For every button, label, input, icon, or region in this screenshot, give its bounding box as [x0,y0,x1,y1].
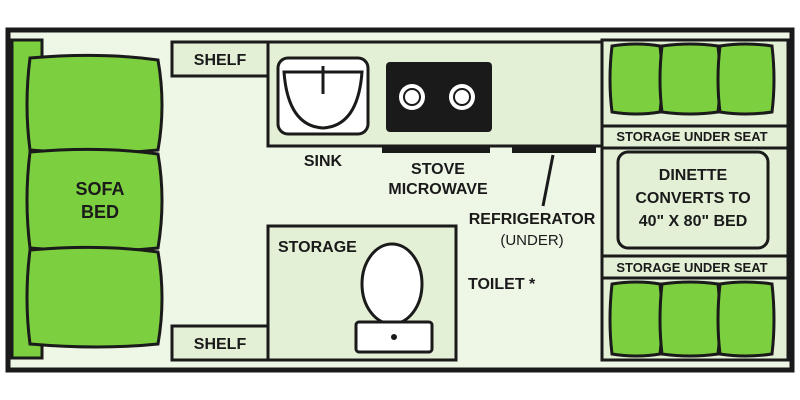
microwave-bar [382,145,490,153]
bottom-seat-cushions [608,280,776,358]
shelf-bottom-label: SHELF [194,336,247,353]
burner-left-icon [399,84,425,110]
storage-under-seat-top-label: STORAGE UNDER SEAT [616,129,767,144]
dinette-table: DINETTE CONVERTS TO 40" X 80" BED [616,150,770,250]
microwave-label: MICROWAVE [388,181,488,198]
dinette-label-line1: DINETTE [659,167,728,184]
top-seat-cushions [608,42,776,116]
shelf-bottom: SHELF [170,324,270,362]
sofa-bed: SOFA BED [10,38,164,360]
shelf-top-label: SHELF [194,52,247,69]
refrigerator-pointer [541,154,555,207]
refrigerator-note: (UNDER) [500,232,563,249]
stove-label: STOVE [411,161,465,178]
sink-label: SINK [304,153,343,170]
sofa-bed-label-line2: BED [81,202,119,222]
dinette-label-line2: CONVERTS TO [635,190,750,207]
refrigerator-bar [512,145,596,153]
dinette-section: STORAGE UNDER SEAT DINETTE CONVERTS TO 4… [600,38,790,362]
refrigerator-label: REFRIGERATOR [469,211,596,228]
toilet-icon [354,242,434,354]
stove [386,62,492,132]
shelf-top: SHELF [170,40,270,78]
sofa-bed-label-line1: SOFA [75,179,124,199]
burner-right-icon [449,84,475,110]
dinette-label-line3: 40" X 80" BED [639,213,748,230]
sink: SINK [276,56,370,170]
storage-under-seat-bottom-label: STORAGE UNDER SEAT [616,260,767,275]
toilet-label: TOILET * [468,276,536,293]
storage-label: STORAGE [278,239,357,256]
